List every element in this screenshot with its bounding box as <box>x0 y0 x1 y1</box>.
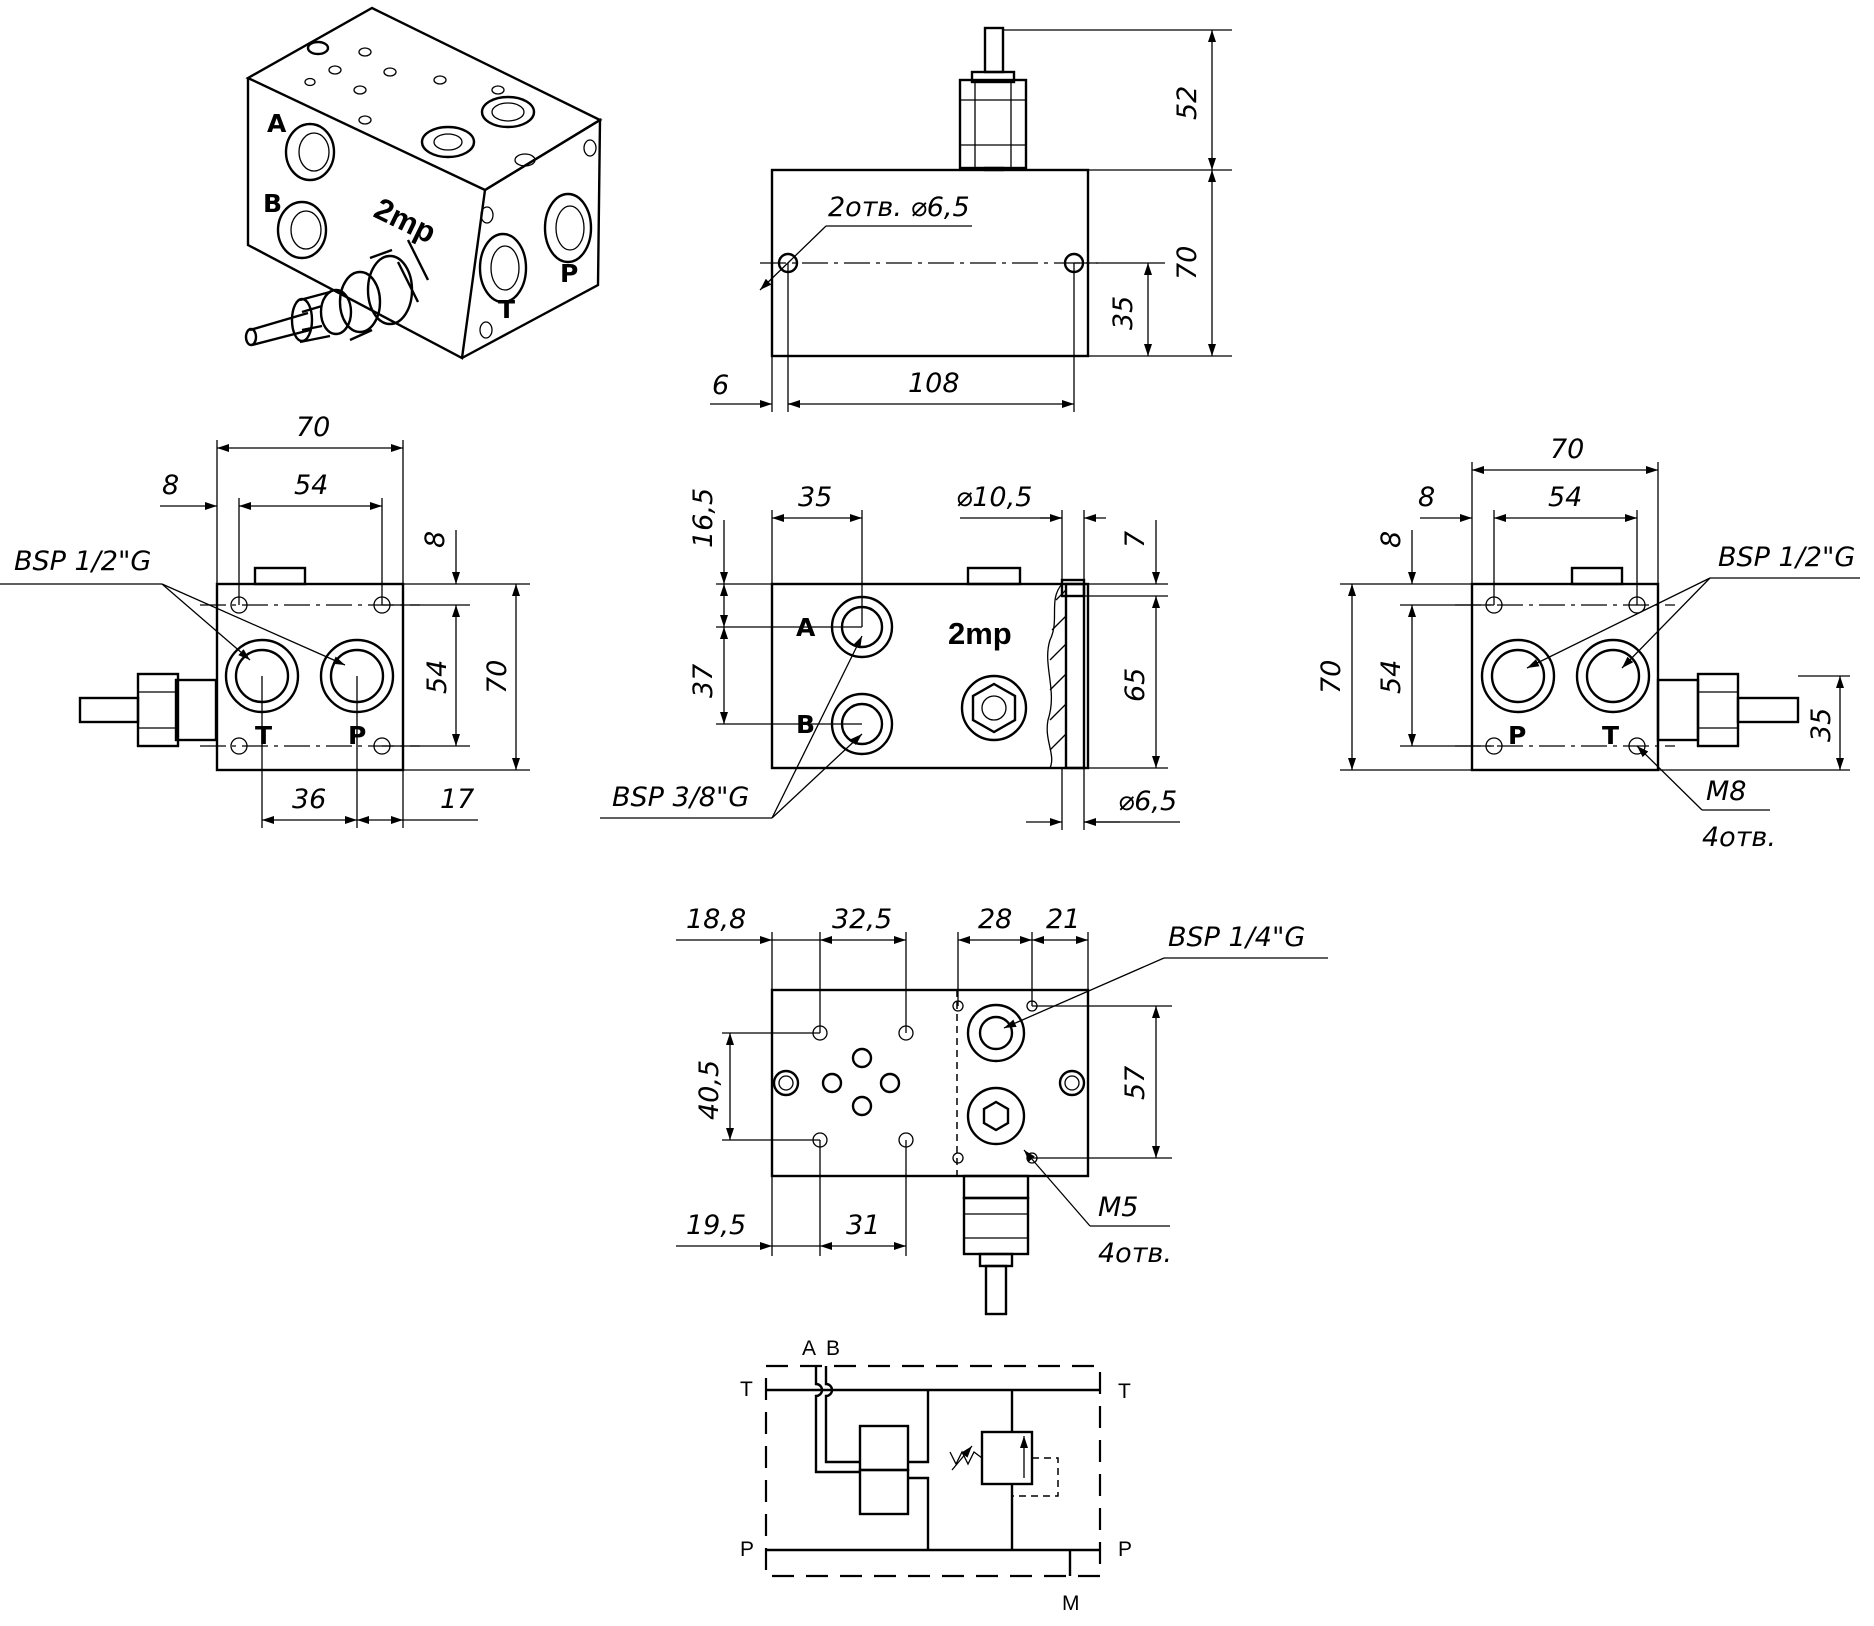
bottom-dim-325: 32,5 <box>832 904 892 935</box>
right-dim-70: 70 <box>1550 434 1584 465</box>
right-dim-v70: 70 <box>1316 660 1347 694</box>
schematic-label-a: A <box>802 1337 816 1360</box>
top-dim-6: 6 <box>712 370 729 401</box>
top-dim-holes: 2отв. ⌀6,5 <box>828 192 970 223</box>
right-dim-v8: 8 <box>1376 531 1407 548</box>
schematic-label-b: B <box>826 1337 840 1360</box>
bottom-dim-21: 21 <box>1046 904 1080 935</box>
right-dim-8: 8 <box>1418 482 1435 513</box>
right-dim-54: 54 <box>1548 482 1582 513</box>
bottom-dim-57: 57 <box>1120 1066 1151 1100</box>
left-dim-v70: 70 <box>482 660 513 694</box>
left-dim-8: 8 <box>162 470 179 501</box>
bottom-dim-28: 28 <box>978 904 1012 935</box>
front-dim-d65: ⌀6,5 <box>1118 786 1177 817</box>
schematic-label-p-left: P <box>740 1538 754 1561</box>
iso-label-b: B <box>263 189 282 218</box>
iso-label-a: A <box>267 109 287 138</box>
schematic-label-t-left: T <box>740 1378 753 1401</box>
front-view: A B 2mp 35 ⌀10,5 16,5 37 7 65 <box>600 482 1180 830</box>
bottom-dim-195: 19,5 <box>686 1210 746 1241</box>
top-dim-35: 35 <box>1108 296 1139 330</box>
right-dim-4otv: 4отв. <box>1702 822 1776 853</box>
right-dim-bsp: BSP 1/2"G <box>1718 542 1855 573</box>
bottom-dim-m5: M5 <box>1098 1192 1138 1223</box>
hydraulic-schematic: A B T T P P M <box>740 1337 1132 1615</box>
bottom-dim-188: 18,8 <box>686 904 746 935</box>
front-dim-37: 37 <box>688 664 719 698</box>
left-dim-70: 70 <box>296 412 330 443</box>
front-dim-35: 35 <box>798 482 832 513</box>
right-dim-v35: 35 <box>1806 708 1837 742</box>
right-dim-m8: M8 <box>1706 776 1746 807</box>
top-dim-52: 52 <box>1172 86 1203 120</box>
schematic-label-p-right: P <box>1118 1538 1132 1561</box>
top-view: 52 70 35 108 6 2отв. ⌀6,5 <box>710 26 1232 412</box>
left-dim-54: 54 <box>294 470 328 501</box>
right-dim-v54: 54 <box>1376 660 1407 694</box>
front-brand-logo: 2mp <box>948 616 1012 651</box>
schematic-label-t-right: T <box>1118 1380 1131 1403</box>
front-dim-bsp: BSP 3/8"G <box>612 782 749 813</box>
bottom-dim-bsp: BSP 1/4"G <box>1168 922 1305 953</box>
bottom-dim-405: 40,5 <box>694 1060 725 1120</box>
top-dim-70: 70 <box>1172 246 1203 280</box>
front-dim-65: 65 <box>1120 668 1151 702</box>
left-view: T P 70 54 8 70 54 8 36 17 <box>0 412 530 828</box>
left-dim-bsp: BSP 1/2"G <box>14 546 151 577</box>
front-dim-7: 7 <box>1120 531 1151 548</box>
right-label-t: T <box>1602 721 1619 750</box>
isometric-view: A B 2mp T P <box>244 6 603 360</box>
front-dim-d105: ⌀10,5 <box>956 482 1032 513</box>
iso-label-t: T <box>498 295 515 324</box>
right-view: P T 70 54 8 70 54 8 35 BSP 1/2"G <box>1316 434 1860 853</box>
iso-label-p: P <box>560 259 578 288</box>
right-label-p: P <box>1508 721 1526 750</box>
bottom-view: 18,8 32,5 28 21 40,5 57 19,5 31 BSP 1/4"… <box>676 904 1328 1316</box>
bottom-dim-4otv: 4отв. <box>1098 1238 1172 1269</box>
bottom-dim-31: 31 <box>846 1210 880 1241</box>
left-dim-36: 36 <box>292 784 326 815</box>
schematic-label-m: M <box>1062 1592 1080 1615</box>
left-label-t: T <box>255 721 272 750</box>
left-dim-v54: 54 <box>422 660 453 694</box>
top-dim-108: 108 <box>908 368 960 399</box>
left-dim-v8: 8 <box>420 531 451 548</box>
iso-brand-logo: 2mp <box>369 191 442 250</box>
front-dim-165: 16,5 <box>688 488 719 548</box>
left-dim-17: 17 <box>440 784 474 815</box>
